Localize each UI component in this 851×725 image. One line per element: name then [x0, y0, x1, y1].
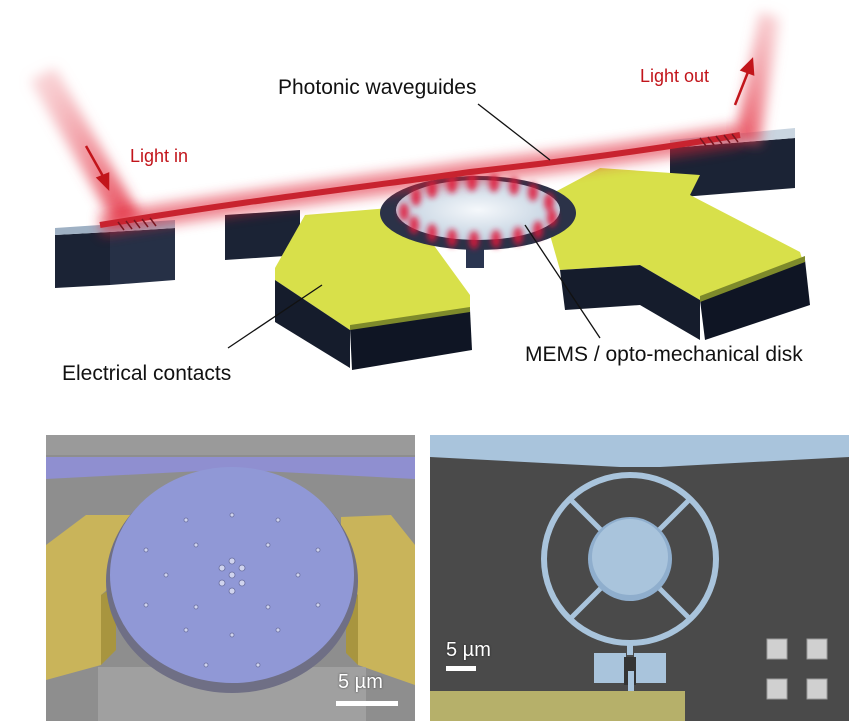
light-out-label: Light out — [640, 66, 710, 86]
input-grating — [117, 217, 157, 231]
light-out-beam — [735, 12, 780, 145]
left-micrograph: 5 µm — [46, 435, 415, 721]
right-contact — [540, 168, 810, 340]
disk-callout-line — [524, 224, 601, 339]
opto-mechanical-disk — [396, 180, 560, 240]
waveguide-callout-line — [477, 103, 551, 161]
left-waveguide-pedestal — [55, 220, 175, 288]
left-scale-bar — [336, 701, 398, 706]
left-scale-label: 5 µm — [338, 671, 383, 693]
center-left-block — [225, 210, 300, 260]
mems-disk-label: MEMS / opto-mechanical disk — [525, 343, 803, 366]
waveguide-core — [99, 132, 741, 228]
light-out-arrow — [733, 57, 755, 106]
right-scale-bar — [446, 666, 476, 671]
device-schematic — [30, 12, 810, 370]
light-in-label: Light in — [130, 146, 189, 166]
right-micrograph: 5 µm — [430, 435, 849, 721]
output-grating — [699, 133, 739, 147]
electrical-contacts-label: Electrical contacts — [62, 362, 232, 385]
light-in-arrow — [84, 145, 110, 192]
photonic-waveguides-label: Photonic waveguides — [278, 76, 477, 99]
left-sem-image — [46, 435, 415, 721]
light-in-beam — [30, 68, 140, 225]
right-sem-image — [430, 435, 849, 721]
right-scale-label: 5 µm — [446, 639, 491, 661]
sem-center-disk — [592, 519, 668, 595]
contacts-callout-line — [227, 284, 323, 349]
